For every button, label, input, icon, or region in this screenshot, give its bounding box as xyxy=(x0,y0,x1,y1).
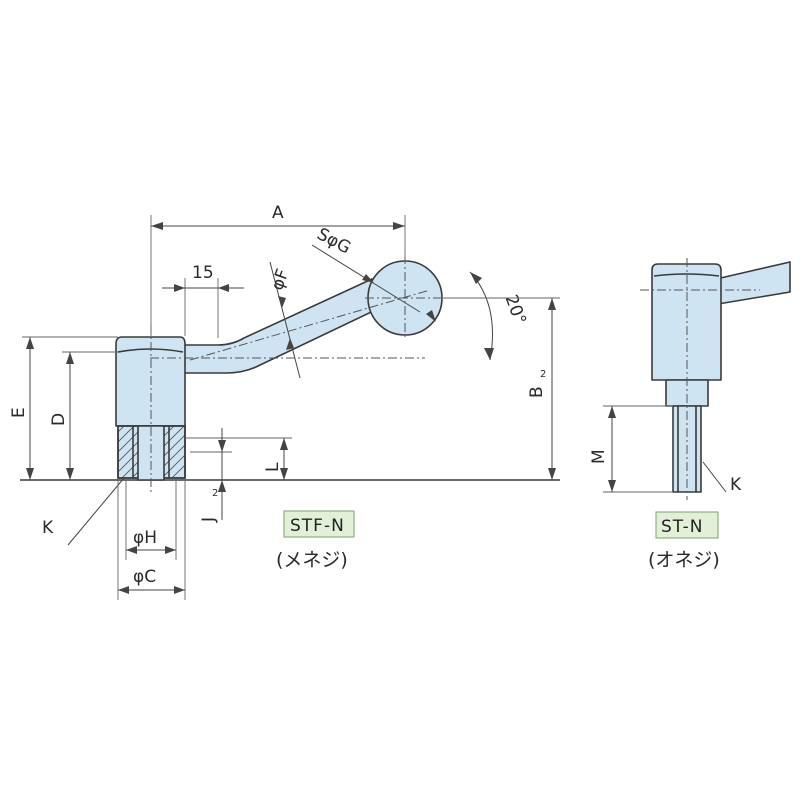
hatch-right xyxy=(164,426,185,478)
dim-l-label: L xyxy=(263,462,283,472)
dim-m-label: M xyxy=(589,449,609,464)
stf-n-view: A 15 φF SφG 20° B 2 E xyxy=(9,203,560,600)
arm-centerline xyxy=(189,289,431,361)
side-arm-stub xyxy=(711,261,791,306)
dim-a-label: A xyxy=(272,203,284,223)
dim-phif-label: φF xyxy=(267,266,293,293)
dim-phih-label: φH xyxy=(133,528,157,548)
dim-d-label: D xyxy=(49,413,69,426)
dim-sg-label: SφG xyxy=(314,224,354,258)
dim-k-left-label: K xyxy=(42,518,54,538)
dim-angle-label: 20° xyxy=(501,292,530,327)
dim-k-left-leader xyxy=(67,477,125,546)
dim-j-subscript: 2 xyxy=(212,488,218,499)
dim-e-label: E xyxy=(9,407,29,418)
dim-k-right-leader xyxy=(702,461,727,493)
dim-b-subscript: 2 xyxy=(540,369,546,380)
stf-n-model: STF-N xyxy=(290,516,345,536)
stf-n-type: (メネジ) xyxy=(276,549,348,571)
st-n-view: M K ST-N (オネジ) xyxy=(589,258,791,571)
dim-phif-leader xyxy=(269,261,301,379)
hatch-left xyxy=(118,426,138,478)
dim-angle-arc xyxy=(469,271,493,361)
dim-j-label: J xyxy=(199,517,219,523)
dim-15-label: 15 xyxy=(192,263,214,283)
st-n-tag xyxy=(655,511,719,539)
dim-b-label: B xyxy=(527,386,547,398)
dim-phic-label: φC xyxy=(133,567,156,587)
st-n-model: ST-N xyxy=(661,517,703,537)
hub-top-edge xyxy=(117,348,184,353)
dim-k-right-label: K xyxy=(730,475,742,495)
st-n-type: (オネジ) xyxy=(648,549,720,571)
stf-n-tag xyxy=(283,510,355,538)
